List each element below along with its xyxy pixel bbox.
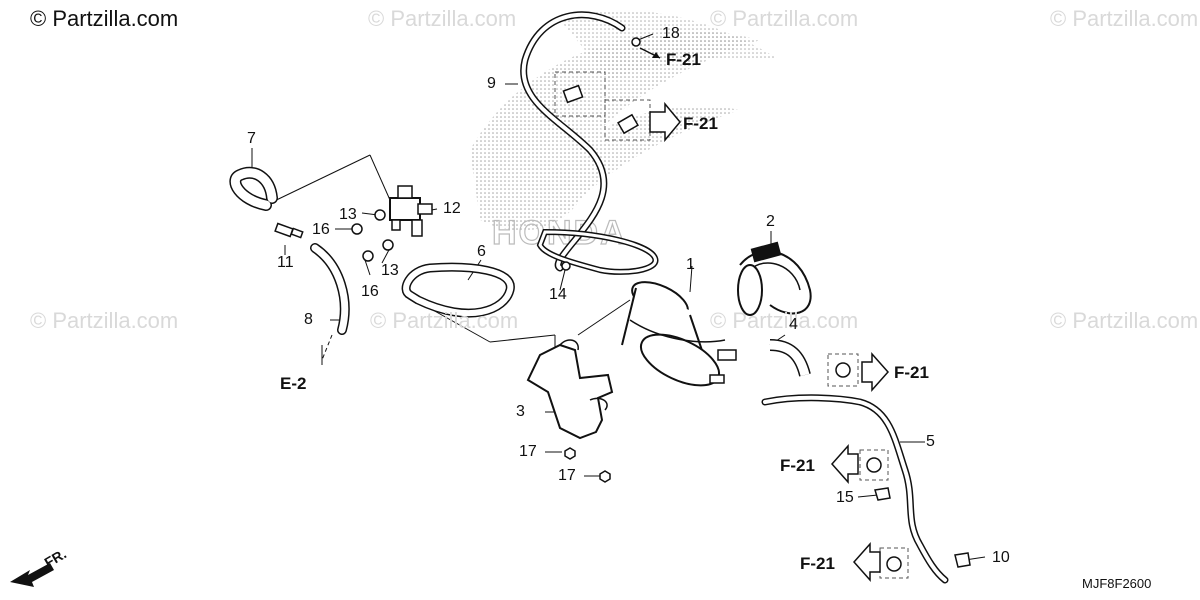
watermark-faint: © Partzilla.com	[710, 308, 859, 333]
callout-7: 7	[247, 130, 256, 147]
connector-11	[274, 222, 304, 239]
watermark-faint: © Partzilla.com	[30, 308, 179, 333]
callout-3: 3	[516, 403, 525, 420]
nuts-17	[564, 447, 611, 483]
watermark-faint: © Partzilla.com	[710, 6, 859, 31]
ref-e2[interactable]: E-2	[280, 374, 307, 393]
callout-4: 4	[789, 316, 798, 333]
watermark-faint: © Partzilla.com	[368, 6, 517, 31]
ref-f21-upper[interactable]: F-21	[683, 114, 718, 133]
canister-band-2	[737, 241, 812, 316]
ref-f21-middle[interactable]: F-21	[780, 456, 815, 475]
clips	[561, 37, 971, 568]
diagram-code: MJF8F2600	[1082, 576, 1152, 591]
callout-18: 18	[662, 25, 680, 42]
watermark-faint: © Partzilla.com	[1050, 308, 1199, 333]
watermark-faint: © Partzilla.com	[1050, 6, 1199, 31]
callout-12: 12	[443, 200, 461, 217]
watermark-faint: © Partzilla.com	[370, 308, 519, 333]
callout-2: 2	[766, 213, 775, 230]
ref-f21-right[interactable]: F-21	[894, 363, 929, 382]
evap-canister-1	[621, 281, 737, 387]
callout-9: 9	[487, 75, 496, 92]
callout-17b: 17	[558, 467, 576, 484]
clip-icons	[562, 84, 902, 572]
hose-5	[761, 394, 949, 584]
callout-13a: 13	[339, 206, 357, 223]
front-direction-arrow: FR.	[10, 545, 69, 587]
callout-8: 8	[304, 311, 313, 328]
solenoid-valve-12	[389, 185, 433, 237]
callout-15: 15	[836, 489, 854, 506]
callout-16b: 16	[361, 283, 379, 300]
callout-10: 10	[992, 549, 1010, 566]
honda-wing-logo: HONDA	[470, 10, 780, 253]
bracket-3	[526, 339, 614, 440]
callout-13b: 13	[381, 262, 399, 279]
callout-17a: 17	[519, 443, 537, 460]
callout-16a: 16	[312, 221, 330, 238]
nuts	[351, 209, 394, 262]
callout-14: 14	[549, 286, 567, 303]
ref-f21-bottom[interactable]: F-21	[800, 554, 835, 573]
callout-5: 5	[926, 433, 935, 450]
ref-f21-top[interactable]: F-21	[666, 50, 701, 69]
callout-1: 1	[686, 256, 695, 273]
reference-arrows	[649, 101, 890, 582]
callout-11: 11	[277, 254, 294, 271]
watermark-main: © Partzilla.com	[30, 6, 179, 31]
callout-6: 6	[477, 243, 486, 260]
